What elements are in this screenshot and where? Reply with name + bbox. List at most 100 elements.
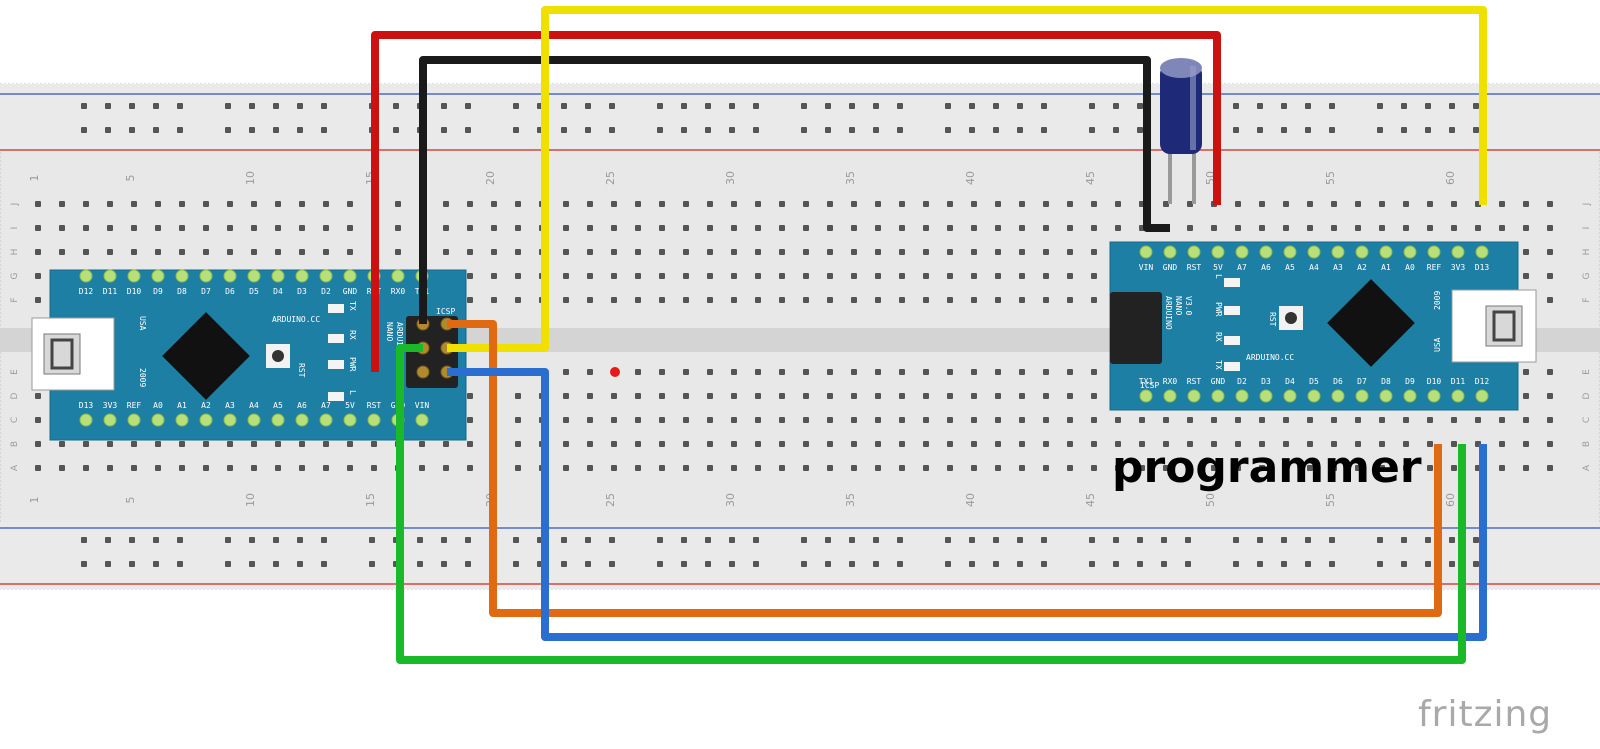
breadboard-hole: [1067, 297, 1073, 303]
breadboard-hole: [299, 441, 305, 447]
breadboard-hole: [635, 441, 641, 447]
breadboard-hole: [491, 225, 497, 231]
breadboard-hole: [755, 369, 761, 375]
breadboard-hole: [827, 297, 833, 303]
rail-hole: [1113, 103, 1119, 109]
breadboard-hole: [1547, 465, 1553, 471]
header-pin: [247, 269, 261, 283]
breadboard-hole: [1091, 297, 1097, 303]
breadboard-hole: [707, 393, 713, 399]
rail-hole: [993, 537, 999, 543]
header-pin: [103, 269, 117, 283]
breadboard-hole: [803, 225, 809, 231]
breadboard-hole: [947, 417, 953, 423]
rail-hole: [273, 103, 279, 109]
breadboard-hole: [1211, 465, 1217, 471]
breadboard-hole: [35, 225, 41, 231]
breadboard-hole: [563, 225, 569, 231]
breadboard-hole: [1523, 201, 1529, 207]
column-number-label: 10: [244, 171, 257, 185]
breadboard-hole: [683, 465, 689, 471]
row-letter-label: F: [10, 297, 20, 302]
rail-hole: [825, 537, 831, 543]
microcontroller-chip: [162, 312, 250, 400]
rail-hole: [465, 561, 471, 567]
breadboard-hole: [947, 465, 953, 471]
breadboard-hole: [251, 441, 257, 447]
pin-label: A4: [1309, 263, 1319, 272]
column-number-label: 60: [1444, 493, 1457, 507]
breadboard-hole: [827, 225, 833, 231]
breadboard-hole: [803, 273, 809, 279]
rail-hole: [297, 537, 303, 543]
rail-hole: [969, 537, 975, 543]
rail-hole: [753, 103, 759, 109]
breadboard-hole: [779, 417, 785, 423]
breadboard-hole: [731, 417, 737, 423]
row-letter-label: A: [10, 464, 20, 471]
breadboard-hole: [1139, 465, 1145, 471]
header-pin: [1211, 389, 1225, 403]
header-pin: [1187, 245, 1201, 259]
breadboard-hole: [587, 393, 593, 399]
breadboard-hole: [1115, 225, 1121, 231]
header-pin: [1139, 245, 1153, 259]
breadboard-hole: [515, 273, 521, 279]
breadboard-hole: [1283, 225, 1289, 231]
breadboard-hole: [659, 465, 665, 471]
breadboard-hole: [611, 441, 617, 447]
rail-hole: [321, 537, 327, 543]
pin-label: D12: [1475, 377, 1490, 386]
rail-hole: [801, 103, 807, 109]
target-model-line2: NANO: [385, 322, 394, 341]
breadboard-hole: [1547, 417, 1553, 423]
breadboard-hole: [1427, 441, 1433, 447]
rail-hole: [1473, 103, 1479, 109]
breadboard-hole: [467, 417, 473, 423]
breadboard-hole: [635, 297, 641, 303]
breadboard-hole: [683, 441, 689, 447]
breadboard-hole: [1091, 249, 1097, 255]
breadboard-hole: [131, 441, 137, 447]
header-pin: [367, 413, 381, 427]
breadboard-hole: [1115, 201, 1121, 207]
breadboard-hole: [323, 225, 329, 231]
breadboard-hole: [83, 225, 89, 231]
rail-hole: [993, 561, 999, 567]
pin-label: 3V3: [1451, 263, 1466, 272]
rail-hole: [1257, 103, 1263, 109]
breadboard-hole: [587, 297, 593, 303]
breadboard-hole: [1523, 225, 1529, 231]
pin-label: D10: [127, 287, 142, 296]
rail-hole: [1233, 537, 1239, 543]
rail-hole: [849, 127, 855, 133]
rail-hole: [1473, 561, 1479, 567]
breadboard-hole: [899, 441, 905, 447]
rail-hole: [609, 561, 615, 567]
breadboard-hole: [35, 417, 41, 423]
breadboard-hole: [851, 465, 857, 471]
rail-hole: [1401, 561, 1407, 567]
rail-hole: [1425, 561, 1431, 567]
rail-hole: [1281, 127, 1287, 133]
breadboard-hole: [1307, 417, 1313, 423]
breadboard-hole: [683, 273, 689, 279]
breadboard-hole: [947, 201, 953, 207]
header-pin: [391, 269, 405, 283]
breadboard-hole: [1451, 465, 1457, 471]
breadboard-hole: [803, 393, 809, 399]
rail-hole: [225, 103, 231, 109]
breadboard-hole: [779, 297, 785, 303]
breadboard-hole: [779, 273, 785, 279]
pin-label: A4: [249, 401, 259, 410]
breadboard-hole: [755, 297, 761, 303]
breadboard-hole: [851, 393, 857, 399]
rail-hole: [1137, 127, 1143, 133]
rail-hole: [81, 537, 87, 543]
breadboard-hole: [971, 273, 977, 279]
row-letter-label: I: [10, 227, 20, 230]
breadboard-hole: [83, 465, 89, 471]
header-pin: [151, 269, 165, 283]
breadboard-hole: [611, 465, 617, 471]
rail-hole: [1281, 537, 1287, 543]
